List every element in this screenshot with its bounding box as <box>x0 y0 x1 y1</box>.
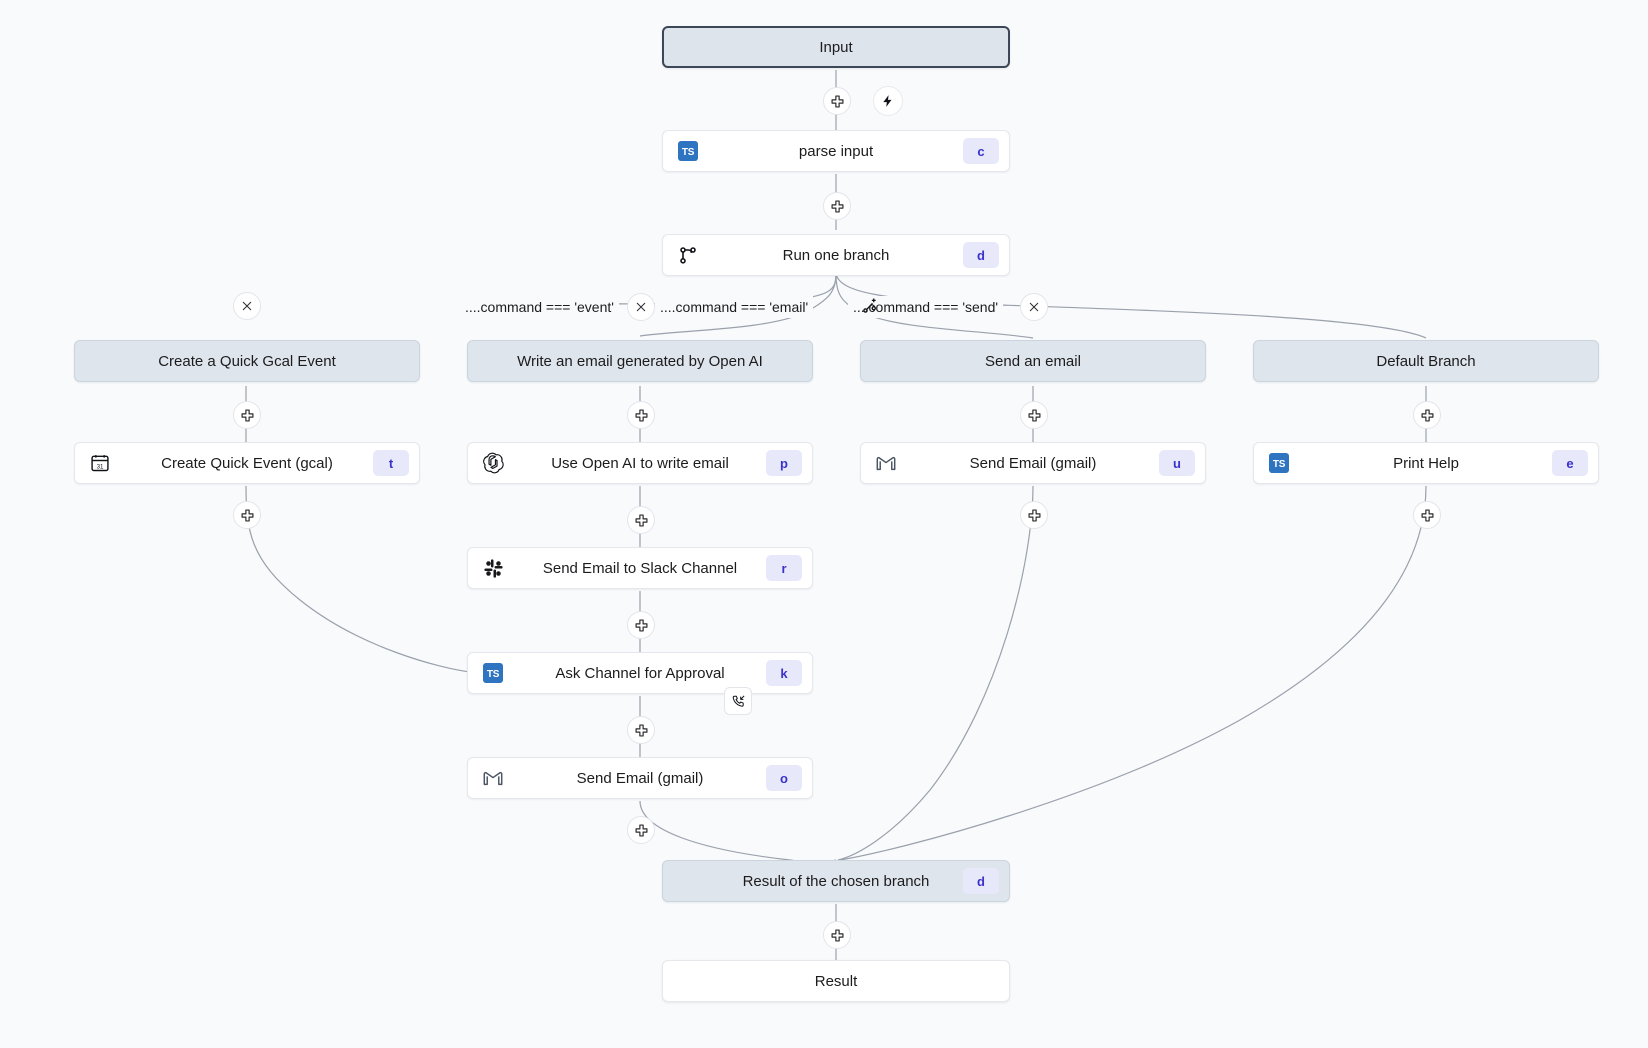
branch-box-default[interactable]: Default Branch <box>1253 340 1599 382</box>
add-step-button-result[interactable] <box>823 921 851 949</box>
node-create-quick-event-label: Create Quick Event (gcal) <box>161 454 333 472</box>
plus-icon <box>830 928 844 942</box>
plus-icon <box>1420 508 1434 522</box>
phone-callback-icon <box>732 695 744 707</box>
node-ask-channel-for-approval-badge[interactable]: k <box>766 660 802 686</box>
openai-icon <box>482 452 504 474</box>
add-step-button-approval[interactable] <box>627 716 655 744</box>
gmail-icon <box>482 767 504 789</box>
node-print-help-badge[interactable]: e <box>1552 450 1588 476</box>
plus-icon <box>1027 408 1041 422</box>
branch-box-openai-label: Write an email generated by Open AI <box>517 352 763 370</box>
node-send-email-gmail-o-badge[interactable]: o <box>766 765 802 791</box>
node-ask-channel-for-approval[interactable]: TS Ask Channel for Approval k <box>467 652 813 694</box>
plus-icon <box>634 823 648 837</box>
add-step-button-input[interactable] <box>823 87 851 115</box>
node-run-one-branch-badge[interactable]: d <box>963 242 999 268</box>
remove-branch-button-3[interactable] <box>1020 293 1048 321</box>
node-send-email-gmail-o-label: Send Email (gmail) <box>576 769 704 787</box>
close-icon <box>636 302 646 312</box>
node-send-email-gmail-o[interactable]: Send Email (gmail) o <box>467 757 813 799</box>
node-send-email-gmail-u-label: Send Email (gmail) <box>969 454 1097 472</box>
add-step-button-print-help[interactable] <box>1413 501 1441 529</box>
remove-branch-button-2[interactable] <box>627 293 655 321</box>
node-run-one-branch[interactable]: Run one branch d <box>662 234 1010 276</box>
add-step-button-parse[interactable] <box>823 192 851 220</box>
branch-icon <box>677 244 699 266</box>
plus-icon <box>1027 508 1041 522</box>
gmail-icon <box>875 452 897 474</box>
branch-box-gcal[interactable]: Create a Quick Gcal Event <box>74 340 420 382</box>
branch-condition-event-label: ....command === 'event' <box>465 299 614 315</box>
add-step-button-gcal[interactable] <box>233 501 261 529</box>
remove-branch-button-1[interactable] <box>233 292 261 320</box>
plus-icon <box>634 618 648 632</box>
add-step-button-openai-branch[interactable] <box>627 401 655 429</box>
add-step-button-slack[interactable] <box>627 611 655 639</box>
node-result[interactable]: Result <box>662 960 1010 1002</box>
calendar-icon: 31 <box>89 452 111 474</box>
trigger-button[interactable] <box>873 86 903 116</box>
node-run-one-branch-label: Run one branch <box>782 246 890 264</box>
add-step-button-gmail-o[interactable] <box>627 816 655 844</box>
node-send-email-slack-label: Send Email to Slack Channel <box>542 559 738 577</box>
plus-icon <box>240 408 254 422</box>
plus-icon <box>634 513 648 527</box>
plus-icon <box>830 199 844 213</box>
add-step-button-openai[interactable] <box>627 506 655 534</box>
ts-icon: TS <box>482 662 504 684</box>
plus-icon <box>1420 408 1434 422</box>
add-branch-icon <box>863 298 876 313</box>
branch-condition-email-label: ....command === 'email' <box>660 299 809 315</box>
node-result-of-chosen-branch[interactable]: Result of the chosen branch d <box>662 860 1010 902</box>
node-use-open-ai-badge[interactable]: p <box>766 450 802 476</box>
node-send-email-slack[interactable]: Send Email to Slack Channel r <box>467 547 813 589</box>
node-print-help[interactable]: TS Print Help e <box>1253 442 1599 484</box>
node-create-quick-event[interactable]: 31 Create Quick Event (gcal) t <box>74 442 420 484</box>
plus-icon <box>634 408 648 422</box>
add-step-button-gcal-branch[interactable] <box>233 401 261 429</box>
add-step-button-gmail-u[interactable] <box>1020 501 1048 529</box>
branch-box-gcal-label: Create a Quick Gcal Event <box>158 352 336 370</box>
plus-icon <box>830 94 844 108</box>
branch-box-default-label: Default Branch <box>1376 352 1476 370</box>
branch-box-send-email-label: Send an email <box>985 352 1081 370</box>
branch-box-openai[interactable]: Write an email generated by Open AI <box>467 340 813 382</box>
node-result-of-chosen-branch-label: Result of the chosen branch <box>742 872 930 890</box>
node-input[interactable]: Input <box>662 26 1010 68</box>
svg-text:31: 31 <box>97 463 104 470</box>
node-send-email-slack-badge[interactable]: r <box>766 555 802 581</box>
node-send-email-gmail-u-badge[interactable]: u <box>1159 450 1195 476</box>
close-icon <box>242 301 252 311</box>
node-input-label: Input <box>819 38 853 56</box>
add-step-button-send-branch[interactable] <box>1020 401 1048 429</box>
add-branch-button[interactable] <box>858 294 882 318</box>
node-result-of-chosen-branch-badge[interactable]: d <box>963 868 999 894</box>
node-result-label: Result <box>814 972 858 990</box>
node-ask-channel-for-approval-label: Ask Channel for Approval <box>555 664 725 682</box>
node-parse-input-label: parse input <box>798 142 874 160</box>
ts-icon: TS <box>677 140 699 162</box>
node-parse-input-badge[interactable]: c <box>963 138 999 164</box>
node-print-help-label: Print Help <box>1393 454 1459 472</box>
close-icon <box>1029 302 1039 312</box>
slack-icon <box>482 557 504 579</box>
node-create-quick-event-badge[interactable]: t <box>373 450 409 476</box>
suspend-indicator[interactable] <box>724 687 752 715</box>
branch-box-send-email[interactable]: Send an email <box>860 340 1206 382</box>
add-step-button-default-branch[interactable] <box>1413 401 1441 429</box>
plus-icon <box>634 723 648 737</box>
branch-condition-event[interactable]: ....command === 'event' <box>460 296 619 318</box>
node-send-email-gmail-u[interactable]: Send Email (gmail) u <box>860 442 1206 484</box>
node-use-open-ai[interactable]: Use Open AI to write email p <box>467 442 813 484</box>
node-parse-input[interactable]: TS parse input c <box>662 130 1010 172</box>
bolt-icon <box>883 95 892 107</box>
node-use-open-ai-label: Use Open AI to write email <box>551 454 729 472</box>
branch-condition-email[interactable]: ....command === 'email' <box>655 296 814 318</box>
plus-icon <box>240 508 254 522</box>
ts-icon: TS <box>1268 452 1290 474</box>
